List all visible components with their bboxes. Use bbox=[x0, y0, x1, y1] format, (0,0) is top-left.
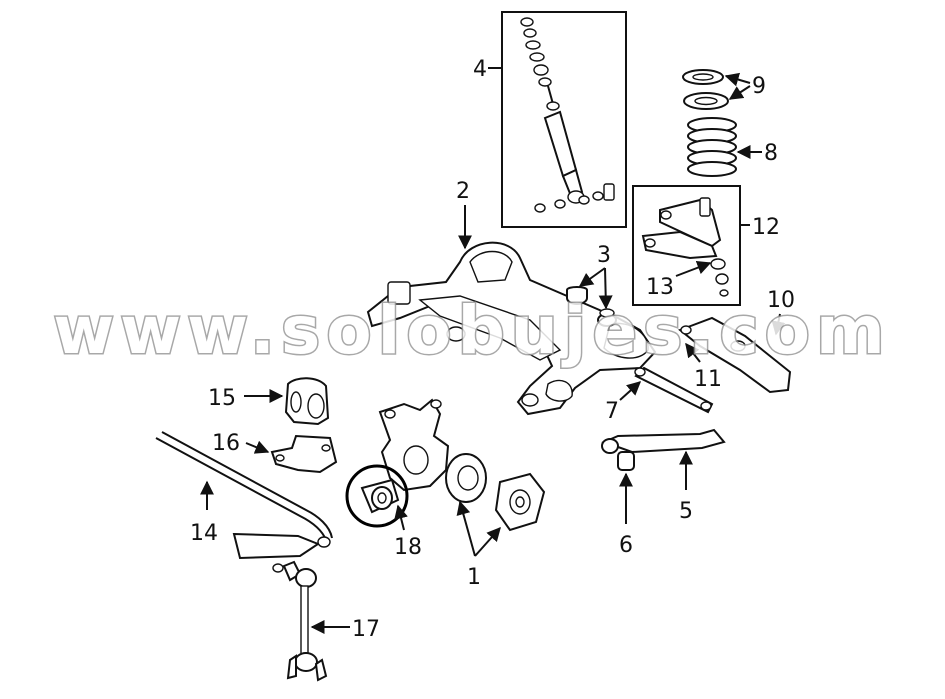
upper-arm-group: 12 13 bbox=[632, 185, 780, 306]
stabilizer-link-rod bbox=[300, 585, 309, 659]
subframe-bushing-group: 3 bbox=[566, 243, 617, 327]
callout-3: 3 bbox=[597, 243, 611, 268]
stabilizer-link-lower-joint bbox=[294, 652, 318, 672]
callout-15: 15 bbox=[208, 386, 236, 411]
upper-arm-box bbox=[632, 185, 741, 306]
lower-control-arm bbox=[678, 316, 792, 394]
callout-9: 9 bbox=[752, 74, 766, 99]
subframe-bushing-right bbox=[597, 308, 617, 327]
upper-control-arm bbox=[641, 197, 722, 260]
toe-link-group: 7 bbox=[605, 366, 714, 424]
callout-14: 14 bbox=[190, 521, 218, 546]
stabilizer-link-upper-joint bbox=[295, 568, 317, 588]
callout-11: 11 bbox=[694, 367, 722, 392]
callout-17: 17 bbox=[352, 617, 380, 642]
knuckle-bushing-group: 18 bbox=[345, 464, 422, 560]
hub-group: 1 bbox=[445, 453, 546, 590]
lateral-link bbox=[601, 428, 726, 454]
watermark: www.solobujes.com bbox=[53, 292, 891, 369]
lower-arm-group: 10 11 bbox=[678, 288, 795, 394]
subframe-group: 2 bbox=[366, 179, 657, 416]
callout-6: 6 bbox=[619, 533, 633, 558]
highlight-circle bbox=[345, 464, 409, 528]
shock-absorber-box bbox=[501, 11, 627, 228]
wheel-hub bbox=[494, 472, 546, 532]
callout-13: 13 bbox=[646, 275, 674, 300]
callout-1: 1 bbox=[467, 565, 481, 590]
coil-spring bbox=[687, 117, 737, 177]
spring-seat-group: 9 bbox=[682, 69, 766, 110]
stabilizer-bar-group: 14 bbox=[155, 431, 333, 560]
stabilizer-link-group: 17 bbox=[272, 560, 380, 682]
callout-5: 5 bbox=[679, 499, 693, 524]
stabilizer-bracket bbox=[270, 434, 338, 474]
lateral-link-group: 5 6 bbox=[601, 428, 726, 558]
subframe-bushing-left bbox=[566, 286, 588, 305]
callout-18: 18 bbox=[394, 535, 422, 560]
stabilizer-bracket-group: 16 bbox=[212, 431, 338, 474]
callout-12: 12 bbox=[752, 215, 780, 240]
lateral-link-bushing bbox=[617, 451, 635, 471]
callout-8: 8 bbox=[764, 141, 778, 166]
knuckle-group bbox=[378, 398, 450, 492]
callout-4: 4 bbox=[473, 57, 487, 82]
rear-subframe bbox=[366, 241, 657, 416]
shock-absorber-parts bbox=[520, 17, 615, 213]
callout-16: 16 bbox=[212, 431, 240, 456]
coil-spring-group: 8 bbox=[687, 117, 778, 177]
callout-7: 7 bbox=[605, 399, 619, 424]
callout-10: 10 bbox=[767, 288, 795, 313]
stabilizer-bar-end bbox=[232, 532, 321, 560]
wheel-bearing bbox=[445, 453, 487, 503]
shock-absorber-group: 4 bbox=[473, 11, 627, 228]
callout-2: 2 bbox=[456, 179, 470, 204]
rear-knuckle bbox=[378, 398, 450, 492]
stabilizer-bushing-group: 15 bbox=[208, 377, 330, 426]
ball-joint bbox=[710, 258, 729, 297]
